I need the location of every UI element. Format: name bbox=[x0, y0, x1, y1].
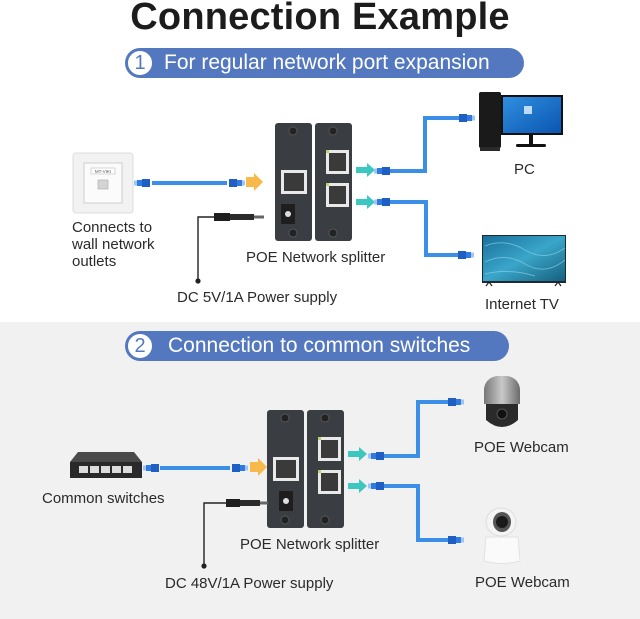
power-supply-label: DC 5V/1A Power supply bbox=[177, 289, 338, 306]
network-switch-icon bbox=[70, 452, 142, 478]
section-1-heading: 1 For regular network port expansion bbox=[125, 48, 524, 78]
outlet-brand: MT-VIKI bbox=[95, 169, 111, 174]
webcam-label-2: POE Webcam bbox=[475, 574, 570, 591]
page-title: Connection Example bbox=[130, 0, 510, 38]
dc-plug-icon bbox=[195, 213, 264, 284]
splitter-label: POE Network splitter bbox=[240, 536, 380, 553]
webcam-label-1: POE Webcam bbox=[474, 439, 569, 456]
section-2-number: 2 bbox=[126, 332, 154, 360]
power-supply-label: DC 48V/1A Power supply bbox=[165, 575, 334, 592]
tv-label: Internet TV bbox=[485, 296, 559, 313]
pc-label: PC bbox=[514, 161, 535, 178]
section-1-heading-text: For regular network port expansion bbox=[164, 51, 490, 74]
input-arrow-icon bbox=[250, 458, 267, 476]
wall-outlet-label: Connects to wall network outlets bbox=[72, 219, 155, 270]
tv-icon bbox=[482, 235, 566, 287]
ethernet-cable-in bbox=[143, 464, 248, 472]
poe-splitter-icon bbox=[267, 410, 344, 528]
section-2-heading-text: Connection to common switches bbox=[168, 334, 471, 357]
output-arrow-icon bbox=[356, 195, 375, 209]
ethernet-cable-out-tv bbox=[374, 198, 474, 259]
dc-plug-icon bbox=[201, 499, 268, 569]
ethernet-cable-in bbox=[134, 179, 245, 187]
home-camera-icon bbox=[483, 507, 521, 564]
output-arrow-icon bbox=[348, 447, 367, 461]
poe-splitter-icon bbox=[275, 123, 352, 241]
wall-outlet-icon: MT-VIKI bbox=[72, 152, 134, 214]
dome-camera-icon bbox=[484, 376, 520, 427]
output-arrow-icon bbox=[348, 479, 367, 493]
section-2-heading: 2 Connection to common switches bbox=[125, 331, 509, 361]
ethernet-cable-out-webcam-2 bbox=[368, 482, 464, 544]
output-arrow-icon bbox=[356, 163, 375, 177]
switch-label: Common switches bbox=[42, 490, 165, 507]
splitter-label: POE Network splitter bbox=[246, 249, 386, 266]
ethernet-cable-out-pc bbox=[374, 114, 475, 175]
section-1-number: 1 bbox=[126, 49, 154, 77]
ethernet-cable-out-webcam-1 bbox=[368, 398, 464, 460]
input-arrow-icon bbox=[246, 173, 263, 191]
pc-icon bbox=[479, 92, 563, 151]
